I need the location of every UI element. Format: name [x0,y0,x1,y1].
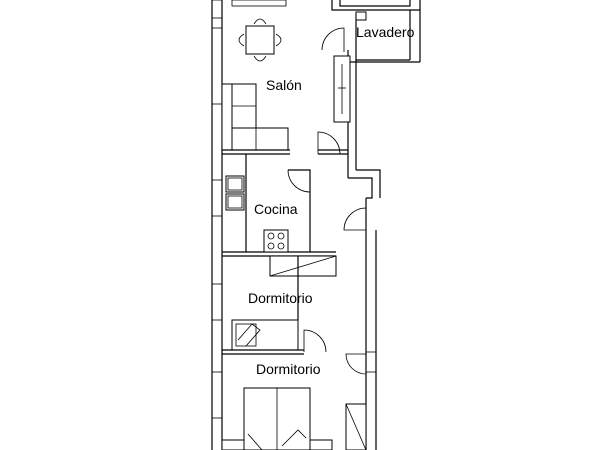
dining-table [238,18,282,62]
room-label-dormitorio-1: Dormitorio [248,290,313,306]
kitchen-door [287,169,311,193]
dormitorio-1-door [303,329,327,353]
sofa [221,83,289,151]
bed-dormitorio-1 [231,319,299,351]
dormitorio-1-walls [222,256,304,355]
double-bed [243,387,311,450]
dormitorio-2-door [345,353,367,375]
bed-dormitorio-1-top [269,255,337,277]
salon-door [317,131,341,155]
wardrobe-dormitorio-2 [345,403,367,450]
salon-partition [222,149,348,155]
wardrobe-salon [333,55,351,123]
kitchen-sink [225,175,245,211]
room-label-salon: Salón [266,77,302,93]
nightstands [221,439,333,450]
room-label-lavadero: Lavadero [356,24,415,40]
exterior-right-wall [347,50,381,450]
left-windows [211,0,223,419]
lavadero-door [321,27,345,52]
stove [263,229,289,253]
top-cabinet [231,0,287,7]
lavadero-walls [331,0,421,63]
exterior-left-wall [211,0,223,450]
hall-door-right [343,207,367,231]
room-label-cocina: Cocina [254,201,298,217]
room-label-dormitorio-2: Dormitorio [256,361,321,377]
